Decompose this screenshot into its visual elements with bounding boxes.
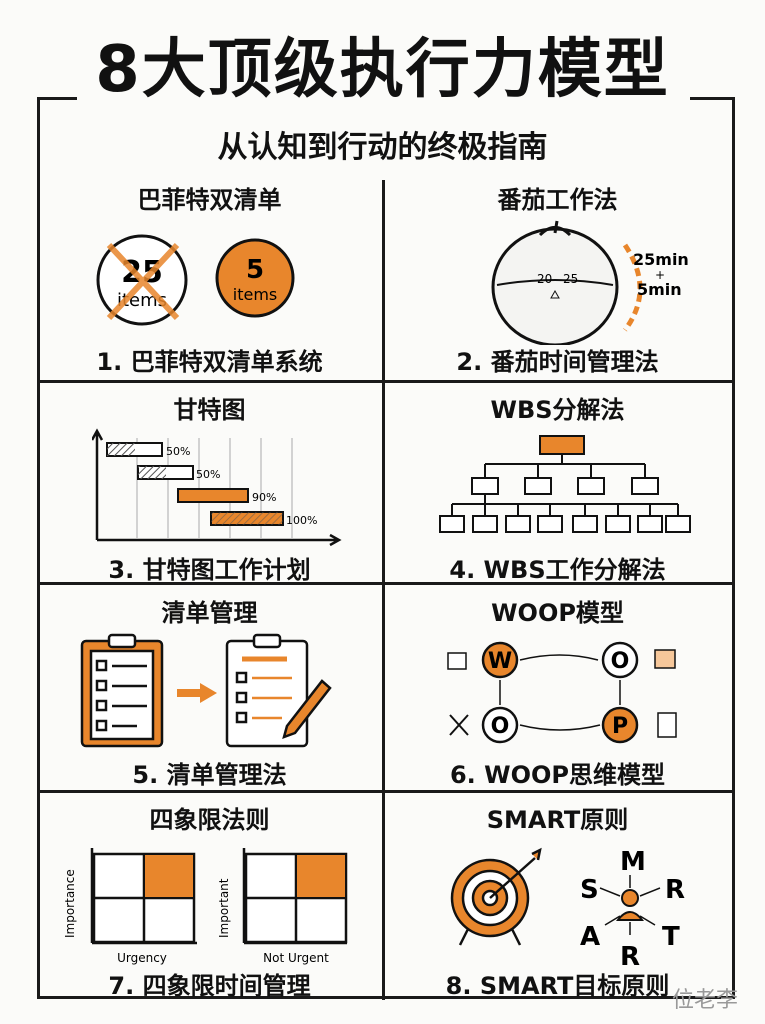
dial-a: 20 bbox=[537, 272, 552, 286]
tomato-timer-illustration: 20 25 25min + 5min bbox=[491, 220, 689, 345]
model-checklist: 清单管理 5. 清单管理法 bbox=[37, 593, 382, 793]
subtitle: 从认知到行动的终极指南 bbox=[217, 130, 548, 165]
node-p: P bbox=[612, 714, 628, 739]
quadrant-illustration: Importance Urgency Important Not Urgent bbox=[63, 848, 348, 965]
right-count: 5 bbox=[246, 255, 264, 285]
model-gantt: 甘特图 50% 50% 90% 100% 3. 甘特图工作计划 bbox=[37, 390, 382, 590]
model-footer: 1. 巴菲特双清单系统 bbox=[96, 348, 323, 376]
model-heading: 甘特图 bbox=[173, 396, 246, 424]
model-eisenhower: 四象限法则 Importance Urgency Important Not U… bbox=[37, 800, 382, 1000]
tools-icon bbox=[449, 714, 469, 736]
letter-r2: R bbox=[620, 942, 640, 970]
clipboard-icon bbox=[657, 712, 677, 738]
model-footer: 8. SMART目标原则 bbox=[445, 972, 670, 1000]
person-icon bbox=[621, 889, 639, 907]
plus: + bbox=[655, 268, 665, 282]
model-woop: WOOP模型 W O P O 6. WOOP思维模型 bbox=[385, 593, 730, 793]
frame-top-right bbox=[690, 97, 735, 100]
checklist-illustration bbox=[80, 633, 332, 748]
divider bbox=[37, 582, 735, 585]
content-frame bbox=[37, 97, 735, 999]
node-o2: O bbox=[491, 714, 510, 739]
right-y-label: Important bbox=[217, 878, 231, 938]
node-o: O bbox=[611, 649, 630, 674]
two-lists-illustration: 25 items 5 items bbox=[96, 234, 295, 326]
model-footer: 3. 甘特图工作计划 bbox=[108, 556, 311, 584]
right-unit: items bbox=[233, 285, 277, 304]
divider bbox=[37, 790, 735, 793]
left-x-label: Urgency bbox=[117, 951, 167, 965]
model-wbs: WBS分解法 4. WBS工作分解法 bbox=[385, 390, 730, 590]
model-footer: 2. 番茄时间管理法 bbox=[456, 348, 659, 376]
bar-label: 100% bbox=[286, 514, 317, 527]
model-heading: WBS分解法 bbox=[490, 396, 625, 424]
bar-label: 90% bbox=[252, 491, 276, 504]
model-footer: 6. WOOP思维模型 bbox=[449, 761, 666, 789]
model-footer: 5. 清单管理法 bbox=[132, 761, 287, 789]
model-heading: 四象限法则 bbox=[149, 806, 270, 834]
model-footer: 7. 四象限时间管理 bbox=[108, 972, 311, 1000]
smart-target-illustration: S M R A R T bbox=[450, 847, 685, 970]
bar-label: 50% bbox=[196, 468, 220, 481]
page-title: 8大顶级执行力模型 bbox=[95, 33, 670, 107]
model-heading: SMART原则 bbox=[486, 806, 629, 834]
letter-s: S bbox=[580, 875, 599, 905]
left-y-label: Importance bbox=[63, 869, 77, 938]
letter-r: R bbox=[665, 875, 685, 905]
woop-cycle-illustration: W O P O bbox=[447, 641, 677, 744]
model-heading: 番茄工作法 bbox=[497, 186, 618, 214]
work-time: 25min bbox=[633, 250, 689, 269]
rest-time: 5min bbox=[637, 280, 682, 299]
model-buffett: 巴菲特双清单 25 items 5 items 1. 巴菲特双清单系统 bbox=[37, 180, 382, 380]
model-heading: 清单管理 bbox=[161, 599, 258, 627]
dial-b: 25 bbox=[563, 272, 578, 286]
watermark: 位老李 bbox=[672, 988, 739, 1013]
divider bbox=[382, 180, 385, 1000]
frame-top-left bbox=[37, 97, 77, 100]
letter-t: T bbox=[662, 922, 680, 952]
right-x-label: Not Urgent bbox=[263, 951, 329, 965]
model-heading: 巴菲特双清单 bbox=[137, 186, 282, 214]
model-smart: SMART原则 S M R A R T 8. SMART目标原则 bbox=[385, 800, 730, 1000]
cross-icon bbox=[106, 242, 180, 321]
gift-icon bbox=[654, 649, 676, 669]
letter-m: M bbox=[620, 847, 646, 877]
node-w: W bbox=[488, 649, 512, 674]
thumbs-up-icon bbox=[447, 652, 467, 670]
divider bbox=[37, 380, 735, 383]
gantt-chart-illustration: 50% 50% 90% 100% bbox=[92, 428, 342, 547]
model-heading: WOOP模型 bbox=[491, 599, 624, 627]
letter-a: A bbox=[580, 922, 600, 952]
wbs-tree-illustration bbox=[439, 435, 691, 533]
model-footer: 4. WBS工作分解法 bbox=[449, 556, 666, 584]
bar-label: 50% bbox=[166, 445, 190, 458]
model-pomodoro: 番茄工作法 20 25 25min + 5min 2. 番茄时间管理法 bbox=[385, 180, 730, 380]
